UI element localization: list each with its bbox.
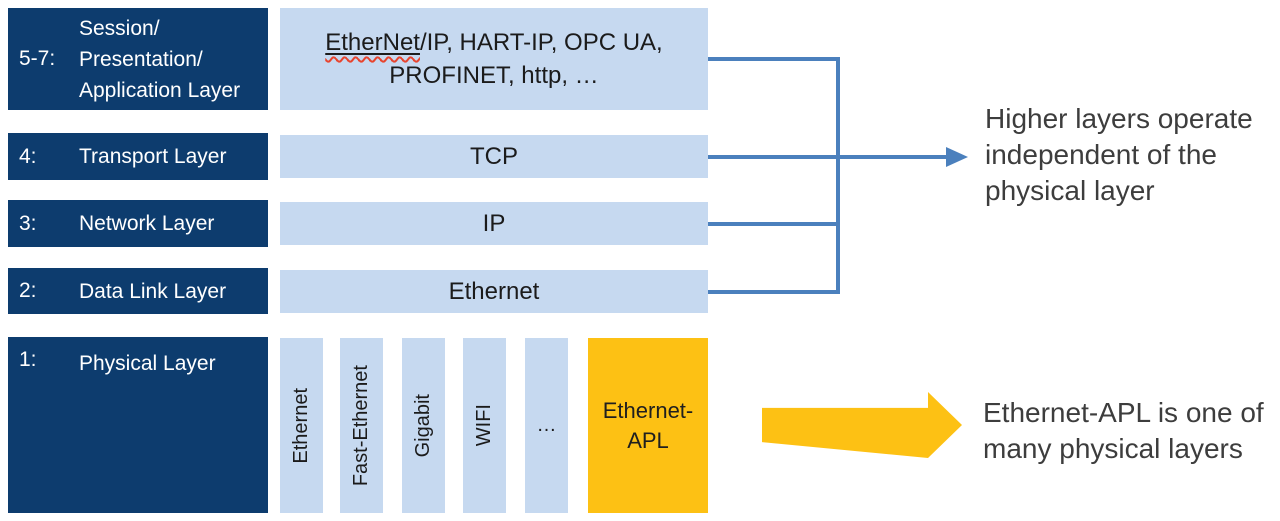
layer-number: 3: — [19, 211, 37, 235]
physical-option-wifi: WIFI — [463, 338, 506, 513]
layer-box-transport: 4: Transport Layer — [8, 133, 268, 180]
layer-number: 2: — [19, 279, 37, 302]
protocols-line-2: PROFINET, http, … — [389, 62, 599, 89]
protocols-line-1-rest: /IP, HART-IP, OPC UA, — [419, 29, 663, 56]
layer-name: Data Link Layer — [79, 279, 227, 303]
connector-stub-ip — [708, 222, 840, 226]
layer-number: 5-7: — [19, 47, 56, 70]
layer-number: 1: — [19, 348, 37, 371]
ethernet-apl-label: Ethernet- APL — [602, 397, 694, 453]
layer-name: Transport Layer — [79, 145, 227, 168]
ethernet-ip-underlined-text: EtherNet — [325, 29, 420, 56]
layer-name: Session/ Presentation/ Application Layer — [79, 16, 241, 102]
physical-option-gigabit: Gigabit — [402, 338, 445, 513]
tcp-box: TCP — [280, 135, 708, 178]
ethernet-label: Ethernet — [448, 277, 540, 305]
ethernet-box: Ethernet — [280, 270, 708, 313]
spellcheck-squiggle: EtherNet — [325, 29, 420, 56]
connector-arrowhead-icon — [946, 147, 968, 167]
connector-stub-tcp-and-arrow-shaft — [708, 155, 946, 159]
layer-box-session-presentation-application: 5-7: Session/ Presentation/ Application … — [8, 8, 268, 110]
physical-option-ellipsis: … — [525, 338, 568, 513]
physical-option-label: Fast-Ethernet — [350, 364, 372, 487]
protocols-line-1: EtherNet/IP, HART-IP, OPC UA, — [325, 26, 662, 59]
layer-name: Physical Layer — [79, 352, 216, 375]
ip-box: IP — [280, 202, 708, 245]
layer-name: Network Layer — [79, 212, 215, 235]
ip-label: IP — [482, 209, 506, 237]
physical-option-label: Gigabit — [412, 393, 434, 458]
physical-option-label: Ethernet — [290, 387, 312, 464]
layer-box-datalink: 2: Data Link Layer — [8, 268, 268, 314]
yellow-block-arrow-icon — [762, 392, 962, 458]
physical-option-label: … — [536, 414, 557, 436]
annotation-higher-layers: Higher layers operate independent of the… — [985, 103, 1253, 206]
physical-option-label: WIFI — [473, 404, 495, 447]
connector-vertical-line — [836, 57, 840, 294]
layer-box-physical: 1: Physical Layer — [8, 337, 268, 513]
tcp-label: TCP — [470, 142, 518, 170]
application-protocols-box: EtherNet/IP, HART-IP, OPC UA, PROFINET, … — [280, 8, 708, 110]
layer-number: 4: — [19, 144, 37, 168]
physical-option-ethernet-apl-highlighted: Ethernet- APL — [588, 338, 708, 513]
physical-option-ethernet: Ethernet — [280, 338, 323, 513]
connector-stub-ethernet — [708, 290, 840, 294]
layer-box-network: 3: Network Layer — [8, 200, 268, 247]
physical-option-fast-ethernet: Fast-Ethernet — [340, 338, 383, 513]
annotation-ethernet-apl: Ethernet-APL is one of many physical lay… — [983, 397, 1264, 464]
connector-stub-application-layer — [708, 57, 840, 61]
